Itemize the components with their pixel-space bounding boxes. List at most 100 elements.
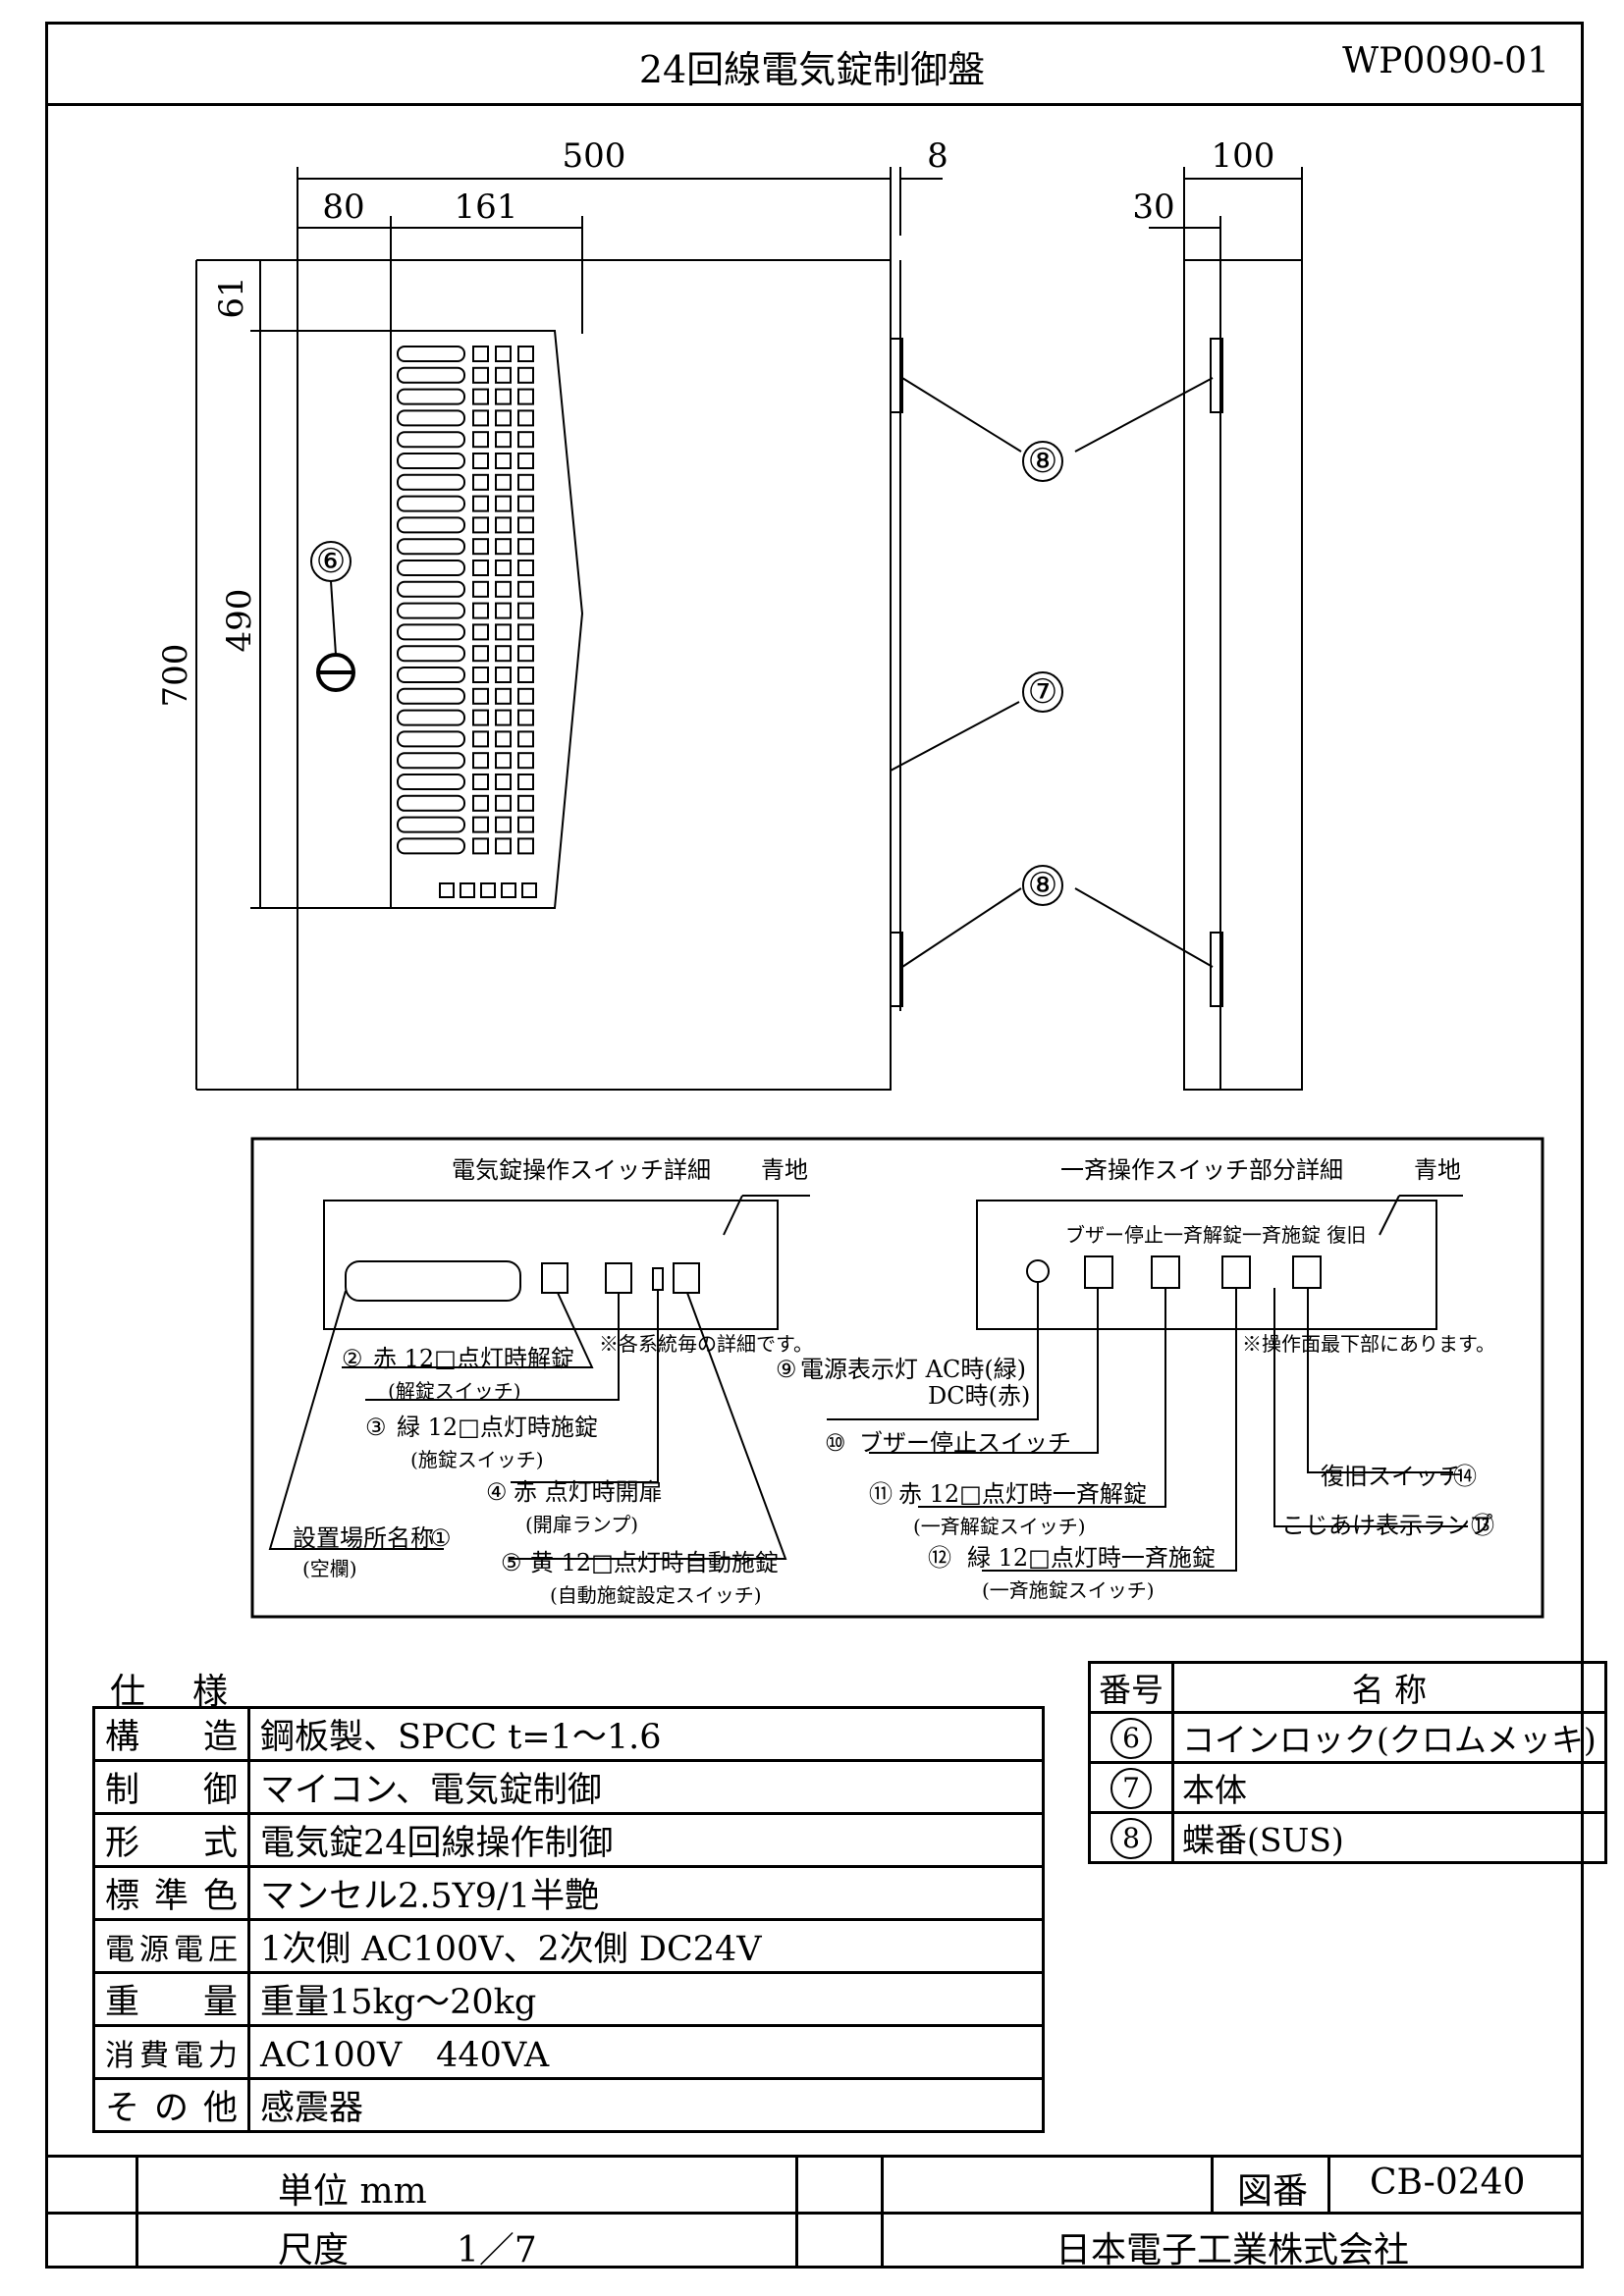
spec-value: 重量15kg～20kg [247,1971,1045,2027]
spec-row: 構造鋼板製、SPCC t=1～1.6 [92,1706,1045,1762]
lamp-slot [397,538,465,556]
switch-square [472,774,489,790]
lamp-slot [397,602,465,619]
switch-square [517,495,534,512]
part-number: 8 [1110,1817,1152,1859]
switch-square [495,709,512,726]
spec-key: 標準色 [92,1865,250,1921]
switch-square [517,538,534,556]
bt-item-13-num: ⑬ [1471,1512,1494,1539]
doc-number: WP0090-01 [1342,41,1549,81]
title-block-top-line [45,2155,1584,2158]
switch-square [495,473,512,491]
lamp-slot [397,837,465,855]
bottom-switch [460,882,475,898]
switch-square [517,709,534,726]
switch-square [495,816,512,833]
power-lamp-icon [1026,1259,1050,1283]
spec-row: 形式電気錠24回線操作制御 [92,1812,1045,1868]
tb-divider [881,2155,884,2269]
switch-detail-bg-note: 青地 [761,1156,808,1184]
dimension-values: 500 80 161 8 100 30 61 490 700 [156,136,1274,707]
scale-value: 1／7 [457,2230,537,2270]
spec-key: 消費電力 [92,2024,250,2080]
dim-490: 490 [220,589,259,653]
callout-7: ⑦ [1028,672,1057,712]
switch-detail-panel [323,1200,779,1330]
switch-square [495,774,512,790]
switch-square [472,730,489,748]
lamp-slot-grid [397,346,465,855]
lamp-slot [397,623,465,641]
lamp-slot [397,409,465,427]
bt-item-12-num: ⑫ [928,1544,951,1572]
bt-item-9-text: 電源表示灯 AC時(緑) [800,1356,1026,1383]
dim-161: 161 [455,187,518,227]
spec-value: マンセル2.5Y9/1半艶 [247,1865,1045,1921]
lamp-slot [397,431,465,449]
lamp-slot [397,667,465,683]
part-name: コインロック(クロムメッキ) [1171,1711,1607,1764]
spec-row: 標準色マンセル2.5Y9/1半艶 [92,1865,1045,1921]
bt-item-9-num: ⑨ [776,1356,797,1383]
lamp-slot [397,388,465,405]
sw-item-5-sub: (自動施錠設定スイッチ) [550,1583,762,1607]
dim-80: 80 [322,187,364,227]
bt-item-13-text: こじあけ表示ランプ [1281,1512,1492,1539]
switch-square [495,730,512,748]
parts-table: 番号 名 称 6 コインロック(クロムメッキ) 7 本体 8 蝶番(SUS) [1088,1661,1607,1864]
bt-item-10-text: ブザー停止スイッチ [859,1429,1071,1457]
lamp-slot [397,730,465,748]
switch-square [472,580,489,598]
switch-square [495,366,512,384]
cabinet-body-outline [297,259,892,1091]
tb-divider [135,2155,138,2269]
batch-detail-title: 一斉操作スイッチ部分詳細 [1060,1156,1343,1184]
hinge-bottom-left [890,932,903,1007]
lamp-slot [397,645,465,663]
sw-item-1-sub: (空欄) [302,1557,357,1580]
front-view: ⑥ [297,259,892,1091]
spec-key: その他 [92,2077,250,2133]
tb-divider [795,2155,798,2269]
switch-square [472,516,489,534]
bottom-switch-row [439,882,537,898]
bt-item-11-text: 赤 12□点灯時一斉解錠 [898,1480,1147,1508]
part-name: 本体 [1171,1761,1607,1814]
switch-square [517,816,534,833]
switch-square [472,837,489,855]
spec-value: 鋼板製、SPCC t=1～1.6 [247,1706,1045,1762]
switch-square [517,346,534,362]
drawing-title: 24回線電気錠制御盤 [638,48,986,91]
sw-item-3-sub: (施錠スイッチ) [410,1448,544,1471]
dim-61: 61 [212,276,251,318]
spec-heading: 仕様 [110,1672,276,1712]
switch-square [517,409,534,427]
lamp-slot [397,560,465,576]
part-number: 7 [1110,1767,1152,1809]
switch-square [495,794,512,812]
switch-square [472,538,489,556]
operation-panel-outline [298,330,584,909]
spec-row: 制御マイコン、電気錠制御 [92,1759,1045,1815]
tb-divider [1327,2155,1330,2212]
lamp-slot [397,495,465,512]
drawing-no: CB-0240 [1370,2163,1526,2203]
switch-square [517,580,534,598]
dim-100: 100 [1212,136,1275,176]
switch-square [517,837,534,855]
switch-square [495,516,512,534]
lamp-slot [397,453,465,469]
switch-square [472,645,489,663]
switch-detail-note: ※各系統毎の詳細です。 [599,1332,813,1356]
switch-square [495,409,512,427]
switch-square [495,388,512,405]
switch-square [517,645,534,663]
lamp-slot [397,346,465,362]
spec-key: 制御 [92,1759,250,1815]
title-block-mid-line [45,2212,1584,2215]
batch-button-labels: ブザー停止一斉解錠一斉施錠 復旧 [1065,1223,1366,1247]
spec-key: 構造 [92,1706,250,1762]
hinge-top-left [890,338,903,413]
